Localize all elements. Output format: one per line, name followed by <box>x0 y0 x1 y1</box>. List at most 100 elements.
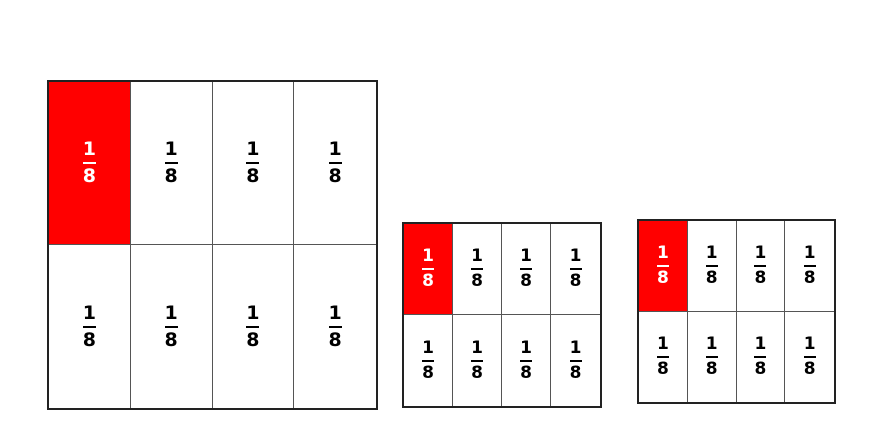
fraction-numerator: 1 <box>705 333 718 354</box>
fraction-numerator: 1 <box>803 242 816 263</box>
fraction-denominator: 8 <box>328 328 342 351</box>
fraction-numerator: 1 <box>569 337 582 358</box>
fraction-denominator: 8 <box>82 328 96 351</box>
fraction-bar <box>803 355 816 358</box>
fraction-denominator: 8 <box>569 362 582 383</box>
fraction-bar <box>246 325 260 328</box>
fraction-bar <box>705 264 718 267</box>
fraction-numerator: 1 <box>569 246 582 266</box>
fraction-bar <box>520 359 532 362</box>
fraction-denominator: 8 <box>705 267 718 288</box>
fraction-bar <box>656 355 669 358</box>
fraction-numerator: 1 <box>82 138 96 160</box>
fraction-denominator: 8 <box>246 165 260 187</box>
fraction-denominator: 8 <box>246 328 260 351</box>
fraction-bar <box>328 162 342 164</box>
fraction-bar <box>705 355 718 358</box>
fraction-denominator: 8 <box>422 271 434 291</box>
fraction-numerator: 1 <box>705 242 718 263</box>
fraction-bar <box>754 264 767 267</box>
fraction-bar <box>656 264 669 267</box>
fraction-numerator: 1 <box>422 246 434 266</box>
fraction-denominator: 8 <box>82 165 96 187</box>
fraction-numerator: 1 <box>246 138 260 160</box>
fraction-numerator: 1 <box>803 333 816 354</box>
fraction-numerator: 1 <box>754 242 767 263</box>
fraction-numerator: 1 <box>656 333 669 354</box>
fraction-numerator: 1 <box>471 246 483 266</box>
fraction-bar <box>569 359 582 362</box>
fraction-denominator: 8 <box>656 267 669 288</box>
fraction-denominator: 8 <box>164 165 178 187</box>
fraction-bar <box>754 355 767 358</box>
fraction-denominator: 8 <box>754 267 767 288</box>
fraction-denominator: 8 <box>569 271 582 291</box>
fraction-bar <box>520 268 532 270</box>
fraction-denominator: 8 <box>471 362 483 383</box>
fraction-numerator: 1 <box>164 301 178 324</box>
fraction-bar <box>422 268 434 270</box>
fraction-bar <box>164 325 178 328</box>
fraction-denominator: 8 <box>656 358 669 379</box>
fraction-numerator: 1 <box>328 138 342 160</box>
fraction-bar <box>471 268 483 270</box>
fraction-numerator: 1 <box>82 301 96 324</box>
fraction-denominator: 8 <box>471 271 483 291</box>
fraction-denominator: 8 <box>422 362 434 383</box>
fraction-denominator: 8 <box>328 165 342 187</box>
fraction-bar <box>164 162 178 164</box>
fraction-numerator: 1 <box>422 337 434 358</box>
fraction-numerator: 1 <box>754 333 767 354</box>
fraction-denominator: 8 <box>520 271 532 291</box>
fraction-numerator: 1 <box>520 337 532 358</box>
fraction-bar <box>471 359 483 362</box>
fraction-bar <box>569 268 582 270</box>
fraction-numerator: 1 <box>656 242 669 263</box>
fraction-bar <box>328 325 342 328</box>
fraction-bar <box>246 162 260 164</box>
fraction-numerator: 1 <box>520 246 532 266</box>
